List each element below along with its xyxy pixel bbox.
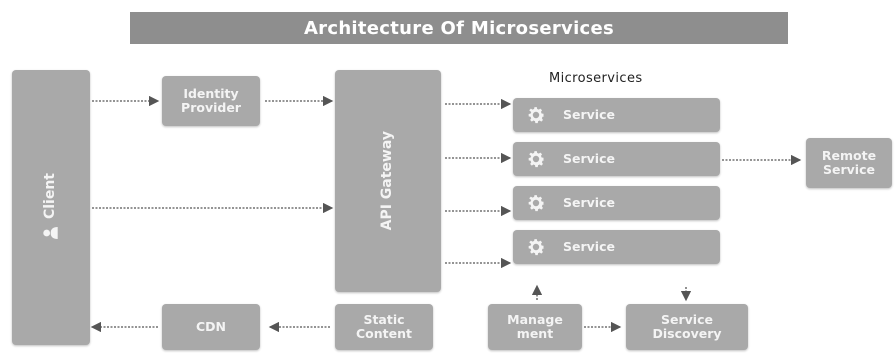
service-node-4: Service (513, 230, 720, 264)
service-label: Service (563, 239, 615, 254)
client-node: Client (12, 70, 90, 345)
gear-icon (528, 151, 545, 168)
service-label: Service (563, 195, 615, 210)
management-label: Manage ment (507, 312, 563, 341)
cdn-node: CDN (162, 304, 260, 350)
gear-icon (528, 239, 545, 256)
gear-icon (528, 107, 545, 124)
api-gateway-node: API Gateway (335, 70, 441, 292)
static-content-node: Static Content (335, 304, 433, 350)
identity-provider-node: Identity Provider (162, 76, 260, 126)
remote-service-node: Remote Service (806, 138, 892, 188)
service-node-3: Service (513, 186, 720, 220)
client-label: Client (42, 173, 59, 220)
service-node-1: Service (513, 98, 720, 132)
management-node: Manage ment (488, 304, 582, 350)
service-discovery-node: Service Discovery (626, 304, 748, 350)
service-discovery-label: Service Discovery (652, 312, 722, 341)
api-gateway-label: API Gateway (379, 131, 396, 231)
person-icon (43, 227, 58, 240)
service-node-2: Service (513, 142, 720, 176)
service-label: Service (563, 107, 615, 122)
service-label: Service (563, 151, 615, 166)
static-content-label: Static Content (356, 312, 412, 341)
identity-provider-label: Identity Provider (181, 86, 241, 115)
cdn-label: CDN (195, 319, 226, 334)
remote-service-label: Remote Service (821, 148, 877, 177)
microservices-heading: Microservices (549, 71, 643, 86)
diagram-title: Architecture Of Microservices (130, 12, 788, 44)
gear-icon (528, 195, 545, 212)
